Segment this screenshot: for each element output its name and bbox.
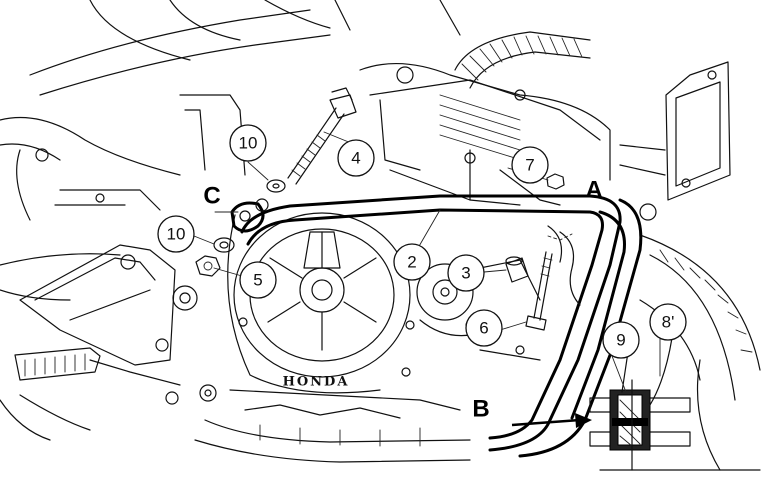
sump-lines: [194, 384, 471, 463]
callout-label: 2: [407, 253, 416, 272]
callout-label: 3: [461, 264, 470, 283]
callout-2: 2: [393, 243, 431, 281]
corrugated-hose: [454, 31, 591, 89]
bolt-6: [525, 233, 573, 331]
callout-label: 10: [167, 225, 186, 244]
callout-label: 7: [525, 156, 534, 175]
detail-arrow: [511, 413, 592, 428]
nut-7: [546, 173, 565, 190]
frame-bracket-right: [619, 61, 731, 221]
callout-8: 8': [649, 303, 687, 341]
nut-5: [195, 255, 221, 277]
callout-9: 9: [602, 321, 640, 359]
callout-label: 10: [239, 134, 258, 153]
callout-7: 7: [511, 146, 549, 184]
callout-10-mid: 10: [157, 215, 195, 253]
point-label-c: C: [203, 183, 220, 210]
callout-label: 8': [662, 313, 675, 332]
point-label-a: A: [585, 177, 602, 204]
frame-sketch: [0, 0, 461, 301]
callout-label: 9: [616, 331, 625, 350]
bolt-4: [266, 87, 357, 193]
callout-label: 5: [253, 271, 262, 290]
callout-3: 3: [447, 254, 485, 292]
callout-6: 6: [465, 309, 503, 347]
callout-label: 4: [351, 149, 360, 168]
spacer-3: [505, 256, 529, 283]
detail-assembly: [589, 337, 691, 471]
engine-outline: [359, 63, 611, 206]
callout-10-top: 10: [229, 124, 267, 162]
brand-stamp: HONDA: [283, 375, 350, 390]
mount-c: [213, 198, 269, 253]
point-label-b: B: [472, 396, 489, 423]
callout-label: 6: [479, 319, 488, 338]
footpeg: [0, 347, 181, 441]
callout-4: 4: [337, 139, 375, 177]
tyre-arc: [599, 234, 761, 471]
callout-5: 5: [239, 261, 277, 299]
footrest-bracket: [19, 244, 198, 366]
